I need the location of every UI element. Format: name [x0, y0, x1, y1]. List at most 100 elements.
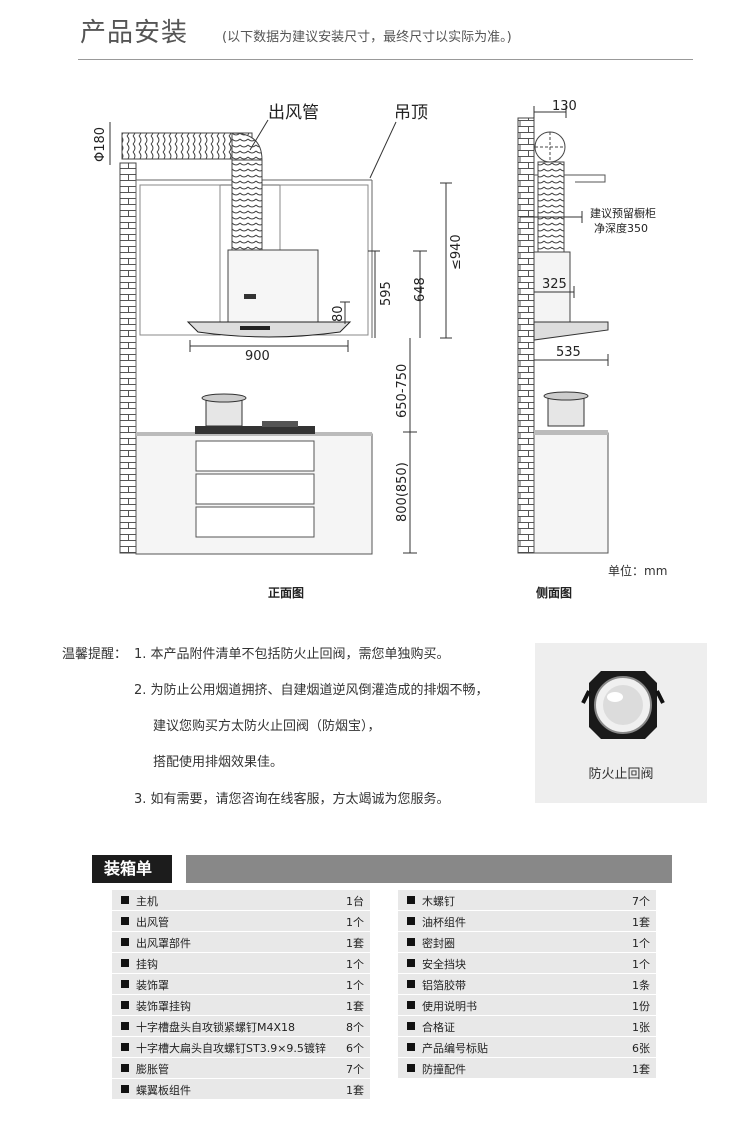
tip-line-5: 3. 如有需要，请您咨询在线客服，方太竭诚为您服务。	[134, 792, 450, 807]
page-subtitle: (以下数据为建议安装尺寸，最终尺寸以实际为准。)	[222, 30, 512, 45]
packing-item-qty: 7个	[346, 1063, 364, 1076]
label-outlet-pipe: 出风管	[268, 103, 319, 123]
tip-line-2: 2. 为防止公用烟道拥挤、自建烟道逆风倒灌造成的排烟不畅，	[134, 683, 489, 698]
unit-label: 单位：mm	[608, 564, 668, 578]
packing-item-name: 出风罩部件	[136, 937, 191, 950]
tip-line-3: 建议您购买方太防火止回阀（防烟宝），	[153, 719, 381, 734]
stove	[195, 426, 315, 434]
packing-item: 膨胀管 7个	[112, 1058, 370, 1078]
dim-side-325: 325	[542, 277, 567, 292]
packing-item-qty: 8个	[346, 1021, 364, 1034]
bullet-square-icon	[121, 1064, 129, 1072]
packing-item: 十字槽盘头自攻锁紧螺钉M4X18 8个	[112, 1016, 370, 1036]
packing-item-qty: 1套	[346, 937, 364, 950]
bullet-square-icon	[121, 938, 129, 946]
dim-648: 648	[413, 277, 428, 302]
packing-item-qty: 7个	[632, 895, 650, 908]
dim-940: ≤940	[449, 234, 464, 270]
cabinet-note-line2: 净深度350	[594, 221, 648, 235]
bullet-square-icon	[121, 959, 129, 967]
caption-side-view: 侧面图	[536, 586, 573, 600]
packing-item: 安全挡块 1个	[398, 953, 656, 973]
packing-item-name: 合格证	[422, 1021, 455, 1034]
packing-item-qty: 1套	[632, 916, 650, 929]
packing-item-qty: 1个	[346, 916, 364, 929]
hood-body	[227, 249, 319, 323]
packing-item-qty: 1份	[632, 1000, 650, 1013]
bullet-square-icon	[407, 959, 415, 967]
packing-item-name: 十字槽盘头自攻锁紧螺钉M4X18	[136, 1021, 296, 1034]
dim-650-750: 650-750	[395, 364, 410, 418]
packing-item-name: 装饰罩挂钩	[136, 1000, 191, 1013]
packing-item: 防撞配件 1套	[398, 1058, 656, 1078]
label-ceiling: 吊顶	[394, 103, 428, 123]
cabinet-note-line1: 建议预留橱柜	[590, 206, 656, 220]
packing-item-qty: 1个	[346, 979, 364, 992]
side-wall	[517, 117, 535, 554]
packing-item-name: 密封圈	[422, 937, 455, 950]
packing-item: 装饰罩 1个	[112, 974, 370, 994]
packing-item-qty: 1套	[346, 1084, 364, 1097]
bullet-square-icon	[407, 938, 415, 946]
dim-595: 595	[379, 281, 394, 306]
bullet-square-icon	[121, 1001, 129, 1009]
bullet-square-icon	[121, 917, 129, 925]
bullet-square-icon	[121, 1043, 129, 1051]
packing-item-qty: 1套	[632, 1063, 650, 1076]
dim-80: 80	[331, 305, 346, 322]
installation-drawing: 900 80 595 648 ≤940 650-750 800(850) Φ18…	[93, 99, 656, 555]
tips-label: 温馨提醒：	[62, 647, 128, 662]
packing-item-name: 铝箔胶带	[422, 979, 466, 992]
bullet-square-icon	[407, 917, 415, 925]
packing-item-name: 产品编号标贴	[422, 1042, 488, 1055]
bullet-square-icon	[121, 980, 129, 988]
packing-item: 密封圈 1个	[398, 932, 656, 952]
packing-list-header-bar	[186, 855, 672, 883]
packing-list-title: 装箱单	[92, 855, 172, 883]
packing-item-qty: 1个	[632, 958, 650, 971]
dim-800-850: 800(850)	[395, 462, 410, 522]
packing-item-qty: 6张	[632, 1042, 650, 1055]
bullet-square-icon	[407, 1043, 415, 1051]
duct-vertical	[231, 159, 263, 251]
packing-item: 主机 1台	[112, 890, 370, 910]
dim-pipe-diameter: Φ180	[93, 127, 108, 162]
front-view: 900 80 595 648 ≤940 650-750 800(850) Φ18…	[93, 103, 464, 555]
packing-item-name: 出风管	[136, 916, 169, 929]
packing-item: 产品编号标贴 6张	[398, 1037, 656, 1057]
tip-line-1: 1. 本产品附件清单不包括防火止回阀，需您单独购买。	[134, 647, 450, 662]
packing-item-name: 安全挡块	[422, 958, 466, 971]
bullet-square-icon	[121, 1022, 129, 1030]
packing-item-name: 十字槽大扁头自攻螺钉ST3.9×9.5镀锌	[136, 1042, 326, 1055]
fire-check-valve-image	[581, 671, 665, 739]
page-title: 产品安装	[80, 18, 189, 48]
bullet-square-icon	[407, 1064, 415, 1072]
bullet-square-icon	[121, 1085, 129, 1093]
bullet-square-icon	[121, 896, 129, 904]
dim-side-535: 535	[556, 345, 581, 360]
packing-item-qty: 1台	[346, 895, 364, 908]
front-wall	[119, 162, 137, 554]
packing-item: 装饰罩挂钩 1套	[112, 995, 370, 1015]
bullet-square-icon	[407, 1001, 415, 1009]
packing-item-name: 装饰罩	[136, 979, 169, 992]
packing-item-qty: 1套	[346, 1000, 364, 1013]
packing-item-qty: 1个	[632, 937, 650, 950]
valve-caption: 防火止回阀	[588, 767, 654, 782]
packing-item-name: 蝶翼板组件	[136, 1084, 191, 1097]
packing-item-name: 主机	[136, 895, 158, 908]
side-view: 130 325 535 建议预留橱柜 净深度350	[517, 99, 656, 554]
packing-item-name: 膨胀管	[136, 1063, 169, 1076]
packing-item-qty: 1个	[346, 958, 364, 971]
packing-item-name: 木螺钉	[422, 895, 455, 908]
packing-item-name: 防撞配件	[422, 1063, 466, 1076]
tip-line-4: 搭配使用排烟效果佳。	[153, 755, 284, 770]
packing-item: 出风罩部件 1套	[112, 932, 370, 952]
